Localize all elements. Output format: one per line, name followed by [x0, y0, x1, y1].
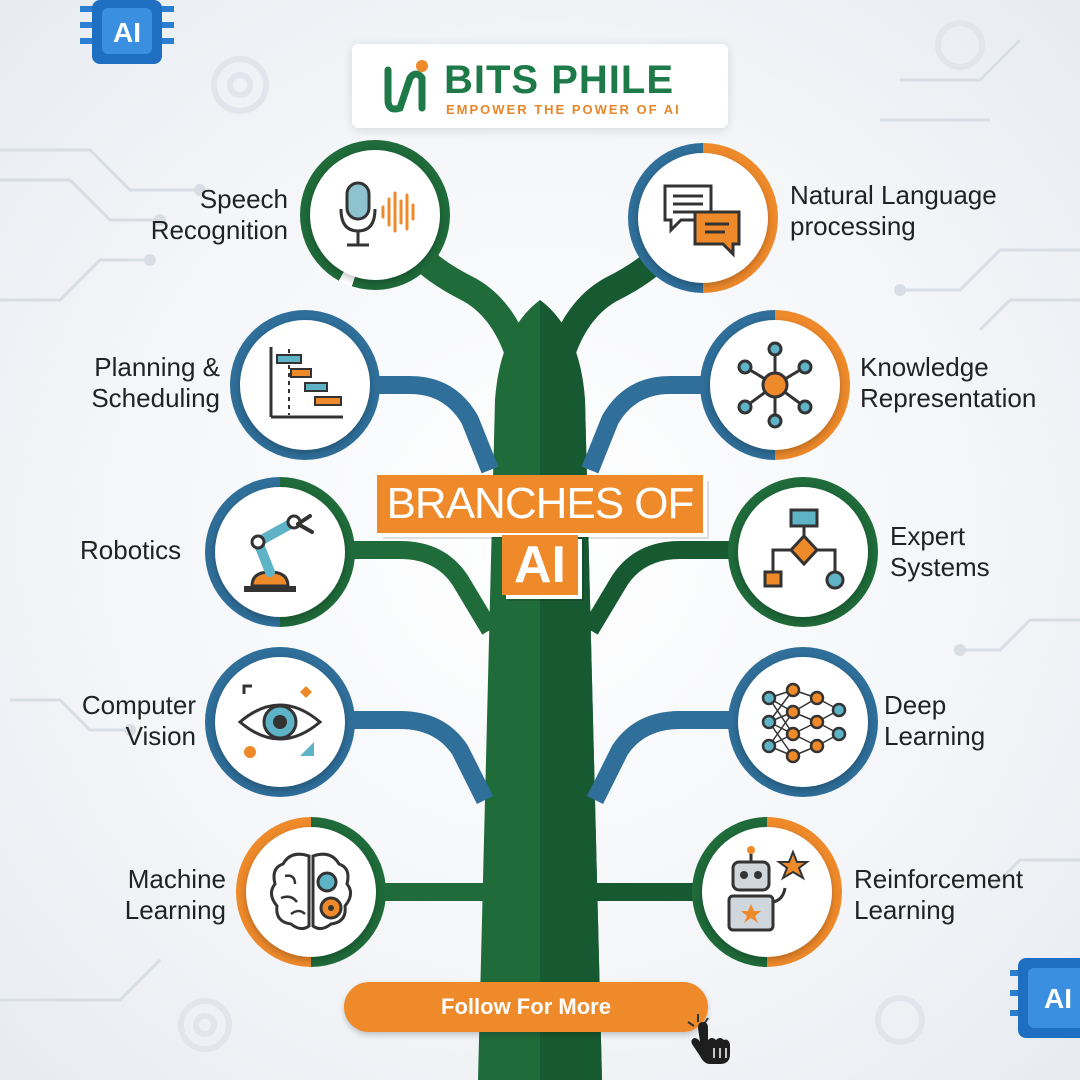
title-line-2: AI — [502, 535, 578, 595]
branch-deep — [586, 711, 730, 805]
flowchart-icon — [763, 508, 845, 590]
node-knowledge-representation — [700, 310, 850, 460]
label-expert-systems: Expert Systems — [890, 521, 990, 582]
branch-speech — [402, 237, 533, 373]
network-graph-icon — [737, 341, 813, 429]
microphone-icon — [339, 181, 415, 247]
label-speech-recognition: Speech Recognition — [150, 184, 288, 245]
branch-robotics — [350, 541, 498, 635]
branch-expert — [582, 541, 730, 635]
label-computer-vision: Computer Vision — [81, 690, 196, 751]
ai-chip-icon: AI — [80, 0, 174, 64]
title-line-1: BRANCHES OF — [376, 475, 704, 533]
label-reinforcement-learning: Reinforcement Learning — [854, 864, 1024, 925]
brain-gear-icon — [270, 852, 352, 931]
svg-text:AI: AI — [1044, 983, 1072, 1014]
branch-planning — [370, 376, 499, 474]
robot-star-icon — [727, 846, 810, 932]
pointer-hand-icon — [687, 1014, 730, 1064]
branch-vision — [350, 711, 494, 805]
brand-name: BITS PHILE — [444, 58, 675, 102]
gantt-chart-icon — [269, 347, 343, 419]
eye-icon — [237, 684, 323, 758]
node-reinforcement-learning — [692, 817, 842, 967]
node-machine-learning — [236, 817, 386, 967]
node-computer-vision — [205, 647, 355, 797]
brand-tagline: EMPOWER THE POWER OF AI — [446, 102, 681, 117]
node-natural-language-processing — [628, 143, 778, 293]
label-knowledge-representation: Knowledge Representation — [860, 352, 1037, 413]
label-machine-learning: Machine Learning — [124, 864, 226, 925]
node-planning-scheduling — [230, 310, 380, 460]
follow-button[interactable]: Follow For More — [344, 982, 708, 1032]
node-speech-recognition — [300, 140, 450, 290]
robot-arm-icon — [244, 514, 314, 592]
label-natural-language-processing: Natural Language processing — [790, 180, 997, 241]
node-expert-systems — [728, 477, 878, 627]
brand-logo: BITS PHILE EMPOWER THE POWER OF AI — [352, 44, 728, 128]
chat-bubbles-icon — [663, 184, 741, 258]
page-title: BRANCHES OF AI — [364, 475, 716, 595]
ai-chip-icon-2: AI — [1010, 958, 1080, 1038]
label-planning-scheduling: Planning & Scheduling — [91, 352, 220, 413]
label-deep-learning: Deep Learning — [884, 690, 986, 751]
neural-network-icon — [761, 682, 847, 764]
node-deep-learning — [728, 647, 878, 797]
node-robotics — [205, 477, 355, 627]
brand-mark-icon — [384, 60, 428, 113]
label-robotics: Robotics — [80, 535, 182, 565]
branch-knowledge — [581, 376, 710, 474]
svg-text:AI: AI — [113, 17, 141, 48]
